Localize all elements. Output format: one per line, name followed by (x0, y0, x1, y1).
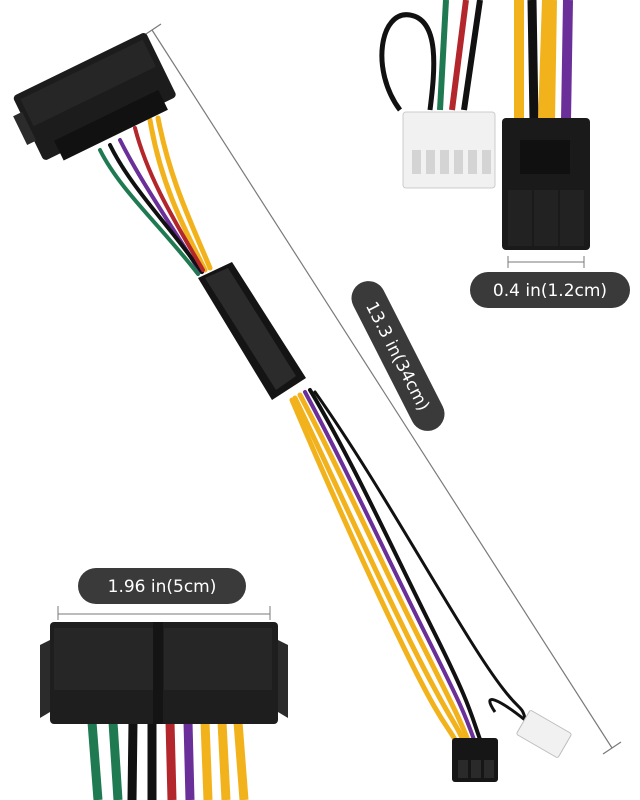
white-4pin-plug-small (488, 698, 572, 758)
pin-pitch-label-pill: 0.4 in(1.2cm) (470, 272, 630, 308)
connector-width-label-pill: 1.96 in(5cm) (78, 568, 246, 604)
inline-sleeve (198, 262, 306, 400)
wire-bundle-lower (289, 388, 527, 748)
atx-24pin-connector-angled (13, 33, 176, 161)
wire-bundle-upper (98, 115, 213, 276)
atx-24pin-closeup (40, 606, 288, 800)
length-label: 13.3 in(34cm) (361, 299, 433, 415)
inset-closeup (379, 0, 590, 268)
connector-width-label: 1.96 in(5cm) (108, 577, 217, 597)
pin-pitch-label: 0.4 in(1.2cm) (493, 281, 607, 301)
pcie-6pin-connector-small (452, 738, 498, 782)
